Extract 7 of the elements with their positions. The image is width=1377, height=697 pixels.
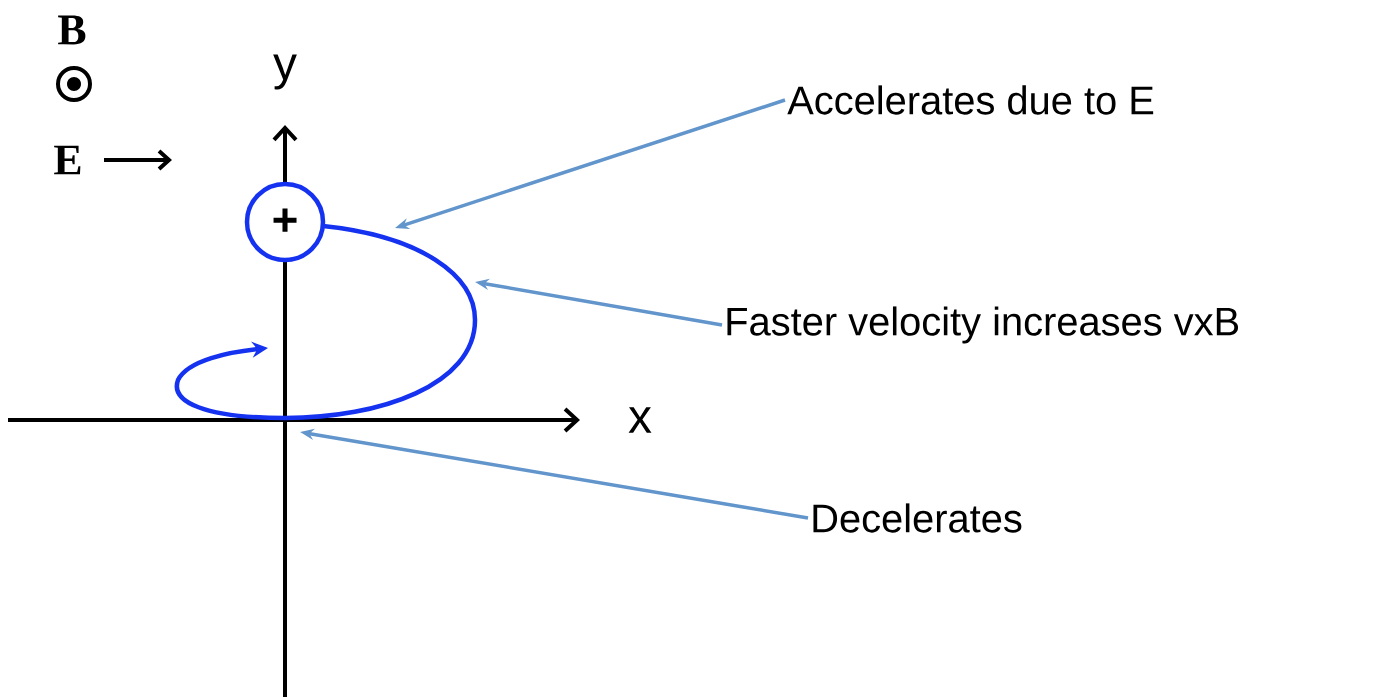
field-symbol: E xyxy=(54,145,81,175)
axis-label: x xyxy=(628,407,652,433)
annotation-text: Faster velocity increases vxB xyxy=(727,306,1239,344)
axis-label: y xyxy=(273,54,297,90)
annotation-text: Decelerates xyxy=(813,503,1022,533)
annotation-text: Accelerates due to E xyxy=(787,85,1154,115)
field-symbol: B xyxy=(58,15,86,45)
